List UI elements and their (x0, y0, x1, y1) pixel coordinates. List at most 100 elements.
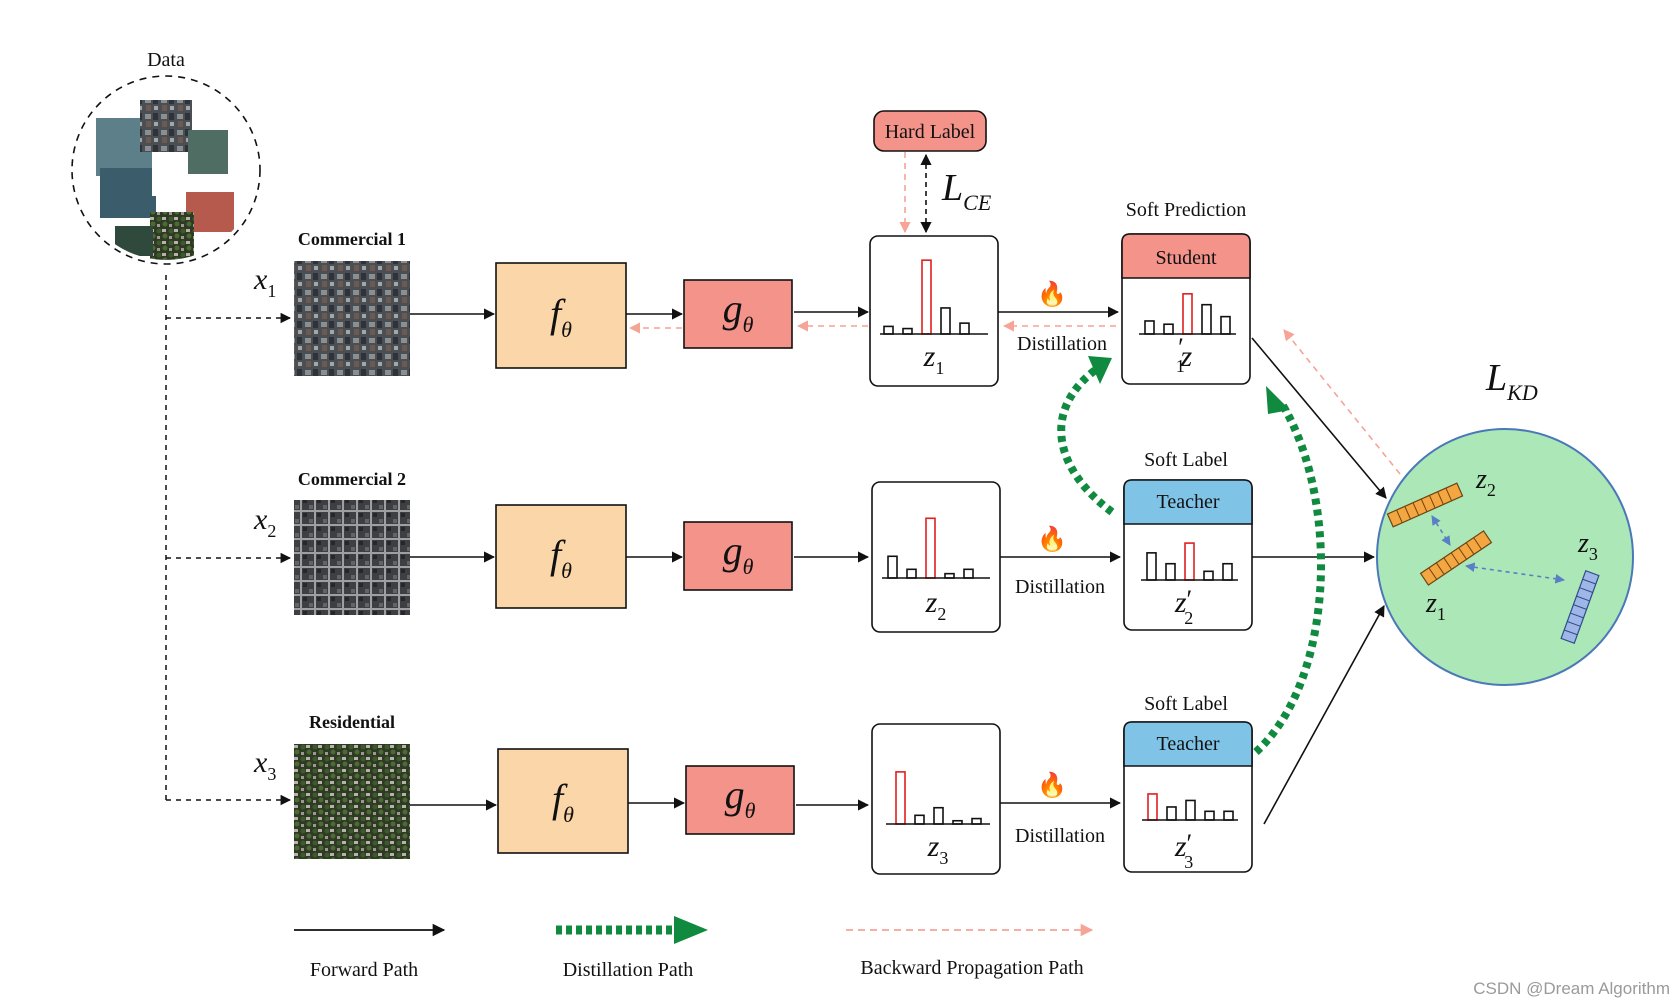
bar (1201, 303, 1212, 335)
bar-highlight (1147, 793, 1158, 821)
data-distribution-lines (165, 275, 292, 806)
hard-label-text: Hard Label (885, 121, 976, 143)
distillation-label: Distillation (1015, 576, 1105, 598)
hard-label-group: Hard Label LCE (873, 110, 992, 234)
image-label-commercial-2: Commercial 2 (298, 469, 406, 489)
data-label: Data (147, 49, 185, 71)
embedding-z3-prime (1560, 570, 1600, 644)
bar (1222, 562, 1233, 581)
f-theta-box (497, 748, 629, 854)
bar (1165, 562, 1176, 581)
satellite-image-residential (294, 744, 410, 859)
teacher-header-label: Teacher (1157, 733, 1220, 755)
bar (906, 568, 917, 579)
f-theta-box (495, 262, 627, 369)
bar (971, 817, 982, 825)
data-image-cluster (71, 75, 261, 265)
soft-label-z1-prime: zz′′1 (1176, 333, 1193, 376)
g-theta-box (683, 521, 793, 591)
forward-arrow (1251, 337, 1387, 499)
bar-highlight (895, 771, 906, 825)
bar-highlight (921, 259, 932, 335)
data-circle (71, 75, 261, 265)
row-residential: Residential x3 fθ gθ z3 🔥 Distillation S… (253, 693, 1253, 875)
g-theta-label: gθ (723, 286, 754, 337)
bar (959, 322, 970, 335)
student-header (1121, 233, 1251, 279)
similarity-arrow-z1-z3 (1465, 562, 1565, 584)
legend-backward-label: Backward Propagation Path (860, 957, 1083, 979)
g-theta-box (685, 765, 795, 835)
bar (1203, 570, 1214, 581)
student-header-label: Student (1155, 247, 1217, 269)
kd-loss-label: LKD (1485, 357, 1538, 405)
watermark: CSDN @Dream Algorithm (1473, 979, 1670, 998)
soft-label-title: Soft Label (1144, 449, 1228, 471)
distillation-head (1088, 356, 1112, 384)
bar (1163, 323, 1174, 335)
legend-forward-label: Forward Path (310, 959, 418, 981)
bar (1220, 315, 1231, 335)
logits-box-z1 (869, 235, 999, 387)
backward-arrow (1283, 329, 1401, 475)
distillation-label: Distillation (1017, 333, 1107, 355)
bar (1166, 806, 1177, 821)
forward-arrow (1263, 605, 1385, 825)
bar (1185, 799, 1196, 821)
image-label-commercial-1: Commercial 1 (298, 229, 406, 249)
input-variable-x2: x2 (253, 503, 276, 541)
distillation-paths (1057, 356, 1326, 755)
teacher-header-label: Teacher (1157, 491, 1220, 513)
bar (933, 806, 944, 825)
bar (883, 325, 894, 335)
logit-label-z3: z3 (927, 830, 949, 868)
teacher-header (1123, 721, 1253, 767)
distillation-label: Distillation (1015, 825, 1105, 847)
bar (963, 568, 974, 579)
satellite-image-commercial-2 (294, 500, 410, 615)
similarity-arrow-z1-z2 (1431, 515, 1451, 546)
input-variable-x3: x3 (253, 746, 276, 784)
row-commercial-1: Commercial 1 x1 fθ gθ z1 🔥 Distillation … (253, 199, 1251, 387)
bar (1223, 810, 1234, 821)
g-theta-box (683, 279, 793, 349)
input-variable-x1: x1 (253, 263, 276, 301)
logit-label-z1: z1 (923, 340, 945, 378)
distillation-path-teacher3-to-student (1253, 401, 1326, 755)
distillation-path-teacher2-to-student (1057, 364, 1115, 516)
flame-icon: 🔥 (1037, 280, 1067, 308)
legend: Forward Path Distillation Path Backward … (294, 916, 1094, 981)
row-commercial-2: Commercial 2 x2 fθ gθ z2 🔥 Distillation … (253, 449, 1376, 633)
bar-highlight (1182, 293, 1193, 335)
image-label-residential: Residential (309, 712, 395, 732)
bar (1146, 552, 1157, 581)
soft-prediction-label: Soft Prediction (1126, 199, 1247, 221)
hard-label-box (873, 110, 987, 152)
ce-loss-label: LCE (941, 167, 992, 215)
teacher-header (1123, 479, 1253, 525)
soft-label-title: Soft Label (1144, 693, 1228, 715)
g-theta-label: gθ (725, 772, 756, 823)
logits-box-z3 (871, 723, 1001, 875)
soft-label-z2-prime: z′2 (1174, 585, 1193, 628)
embedding-z2-prime (1386, 482, 1464, 528)
bar (1204, 810, 1215, 821)
bar-highlight (1184, 542, 1195, 581)
flame-icon: 🔥 (1037, 525, 1067, 553)
bar (940, 307, 951, 335)
soft-label-z3-prime: z′3 (1174, 829, 1193, 872)
embedding-z1-prime (1419, 530, 1493, 586)
bar (887, 555, 898, 579)
distillation-head (1266, 386, 1290, 414)
flame-icon: 🔥 (1037, 771, 1067, 799)
legend-distillation-label: Distillation Path (563, 959, 694, 981)
g-theta-label: gθ (723, 528, 754, 579)
logit-label-z2: z2 (925, 586, 947, 624)
bar-highlight (925, 517, 936, 579)
satellite-image-commercial-1 (294, 261, 410, 376)
bar (1144, 320, 1155, 335)
kd-embedding-space: LKD z2 z1 z3 (1376, 357, 1634, 686)
bar (902, 327, 913, 335)
legend-distillation-head (674, 916, 708, 944)
